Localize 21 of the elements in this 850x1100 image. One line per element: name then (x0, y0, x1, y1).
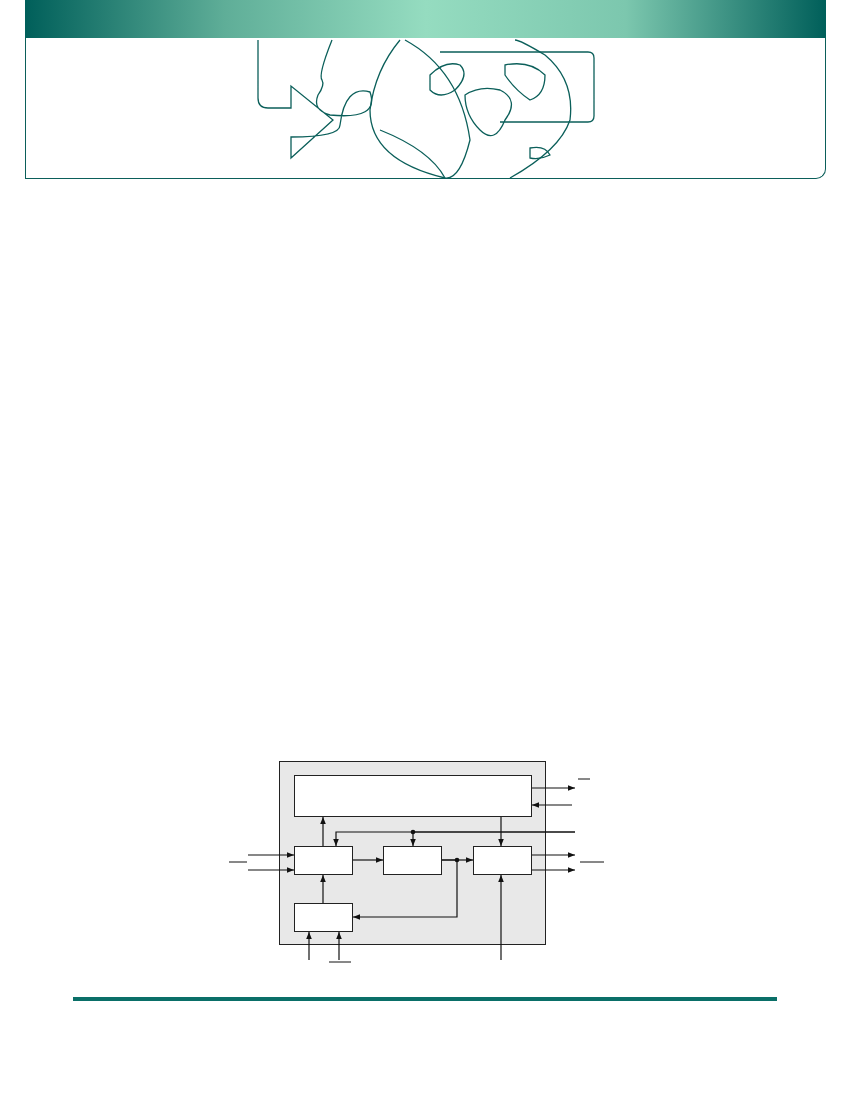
function-block (473, 846, 532, 875)
arrow (531, 852, 576, 858)
function-block (294, 846, 353, 875)
arrow (333, 831, 576, 847)
arrow (352, 859, 458, 920)
arrow (320, 874, 326, 904)
arrow (247, 867, 295, 873)
function-block (294, 775, 532, 817)
function-block (383, 846, 442, 875)
arrow (498, 816, 504, 847)
function-block (294, 903, 353, 932)
arrow (531, 867, 576, 873)
arrow (531, 785, 576, 791)
arrow (306, 931, 312, 961)
chip-block (279, 761, 546, 945)
arrow (247, 852, 295, 858)
arrow (531, 802, 573, 808)
arrow (498, 874, 504, 961)
arrow (320, 816, 326, 847)
arrow (352, 857, 384, 863)
arrow (336, 931, 342, 961)
